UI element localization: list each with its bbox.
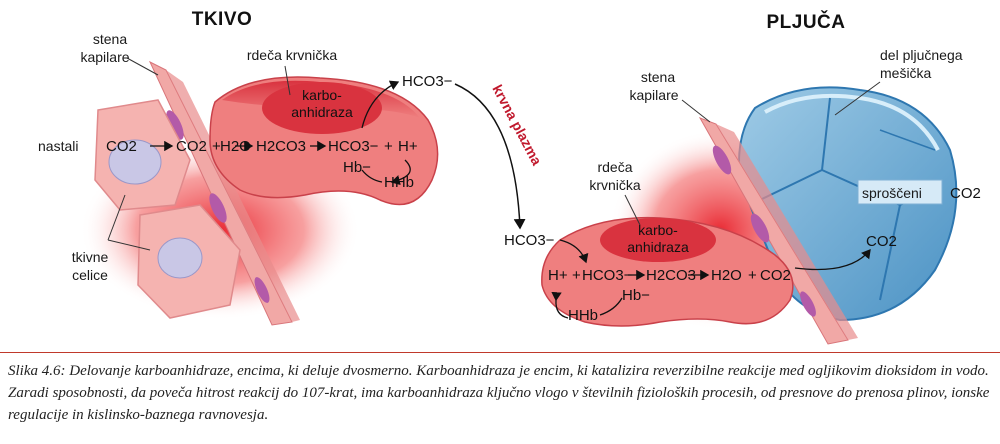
tissue-enzyme-label-1: karbo- [302, 87, 342, 103]
plasma-transfer-arrow [454, 83, 526, 230]
tissue-plus-2: + [384, 138, 393, 155]
lung-hco3: HCO3− [582, 267, 633, 284]
lung-capillary-wall-label-2: kapilare [629, 87, 678, 103]
lung-plus-2: + [748, 267, 757, 284]
tissue-hco3-exit-arrow [361, 80, 400, 129]
lung-enzyme-label-2: anhidraza [627, 239, 689, 255]
tissue-co2-formed: CO2 [106, 138, 137, 155]
lung-rbc-label-1: rdeča [597, 159, 632, 175]
carbonic-anhydrase-diagram: TKIVO stena kapilare rdeča krvnička nast… [38, 9, 981, 345]
tissue-hhb: HHb [384, 174, 414, 191]
tissue-enzyme-label-2: anhidraza [291, 104, 353, 120]
lung-co2: CO2 [760, 267, 791, 284]
lung-released-label: sproščeni [862, 185, 922, 201]
lung-alveolus-label-2: mešička [880, 65, 932, 81]
lung-co2-alveolus: CO2 [866, 233, 897, 250]
lung-h2o: H2O [711, 267, 742, 284]
tissue-cells-label-1: tkivne [72, 249, 109, 265]
tissue-rbc-label: rdeča krvnička [247, 47, 337, 63]
tissue-red-blood-cell [209, 76, 439, 206]
lung-capillary-wall-label-1: stena [641, 69, 675, 85]
lung-h-plus: H+ [548, 267, 568, 284]
tissue-plus-1: + [212, 138, 221, 155]
tissue-cells-label-2: celice [72, 267, 108, 283]
tissue-panel [80, 57, 439, 326]
released-badge [857, 179, 943, 205]
lung-rbc-label-2: krvnička [589, 177, 641, 193]
tissue-h2o: H2O [220, 138, 251, 155]
tissue-formed-label: nastali [38, 138, 78, 154]
lung-hco3-in: HCO3− [504, 232, 555, 249]
lung-title: PLJUČA [766, 11, 845, 33]
tissue-hco3: HCO3− [328, 138, 379, 155]
lung-enzyme-label-1: karbo- [638, 222, 678, 238]
lung-hb: Hb− [622, 287, 650, 304]
lung-hco3-entry-arrow [559, 239, 589, 264]
lung-enzyme-region [600, 218, 716, 262]
lung-alveolus-label-1: del pljučnega [880, 47, 963, 63]
lung-plus-1: + [572, 267, 581, 284]
lung-co2-release-arrow [794, 248, 871, 271]
tissue-capillary-wall-label-1: stena [93, 31, 127, 47]
tissue-h2co3: H2CO3 [256, 138, 306, 155]
lung-hb-cycle-arrow [551, 291, 569, 319]
lung-co2-released: CO2 [950, 185, 981, 202]
figure-caption: Slika 4.6: Delovanje karboanhidraze, enc… [8, 363, 990, 423]
tissue-enzyme-region [262, 82, 382, 134]
tissue-h-plus: H+ [398, 138, 418, 155]
caption-divider [0, 352, 1000, 353]
tissue-hco3-out: HCO3− [402, 73, 453, 90]
tissue-title: TKIVO [192, 9, 253, 30]
lung-red-blood-cell [541, 216, 794, 327]
tissue-hb-cycle-arrow [390, 159, 411, 186]
lung-h2co3: H2CO3 [646, 267, 696, 284]
tissue-co2: CO2 [176, 138, 207, 155]
lung-hhb: HHb [568, 307, 598, 324]
tissue-capillary-wall-label-2: kapilare [80, 49, 129, 65]
lung-panel [541, 81, 958, 345]
tissue-hb: Hb− [343, 159, 371, 176]
